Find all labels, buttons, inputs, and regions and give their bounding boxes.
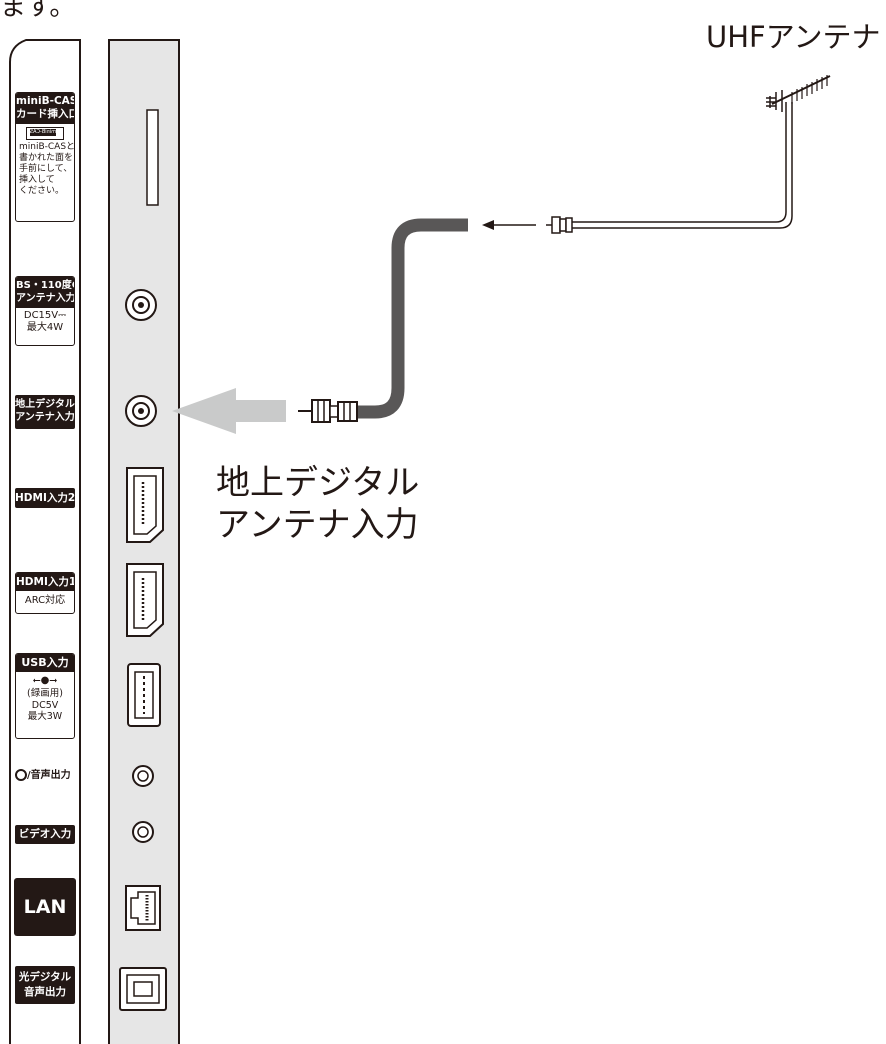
usb-note-2: DC5V (31, 699, 59, 711)
bs-cs-label: BS・110度CS アンテナ入力 DC15V⎓ 最大4W (15, 276, 75, 346)
video-in-jack[interactable] (132, 821, 154, 843)
card-icon-text: miniB-CAS (29, 129, 56, 136)
usb-symbol-icon: ⭠●⭢ (32, 675, 58, 686)
feeder-line (572, 102, 793, 229)
audio-out-label: /音声出力 (15, 766, 79, 786)
minib-cas-note-5: ください。 (19, 186, 65, 196)
headphone-icon (15, 769, 27, 781)
terrestrial-title-2: アンテナ入力 (15, 412, 75, 423)
antenna-cable (356, 218, 468, 419)
usb-port[interactable] (127, 663, 161, 727)
usb-note-1: (録画用) (27, 688, 63, 699)
audio-out-jack[interactable] (132, 765, 154, 787)
bs-cs-antenna-jack[interactable] (125, 289, 157, 321)
card-slot (146, 109, 159, 206)
optical-port[interactable] (119, 967, 167, 1011)
terrestrial-label: 地上デジタル アンテナ入力 (15, 395, 75, 429)
terrestrial-antenna-jack[interactable] (125, 395, 157, 427)
minib-cas-note: miniB-CASと 書かれた面を 手前にして、 挿入して ください。 (16, 142, 74, 197)
minib-cas-note-1: miniB-CASと (19, 142, 75, 152)
uhf-antenna-label: UHFアンテナ (706, 20, 881, 54)
hdmi1-title: HDMI入力1 (16, 573, 74, 591)
bs-cs-title-2: アンテナ入力 (16, 293, 75, 304)
optical-title-2: 音声出力 (24, 986, 66, 998)
coax-plug (298, 399, 358, 423)
terrestrial-input-caption: 地上デジタル アンテナ入力 (216, 462, 419, 546)
hdmi1-note: ARC対応 (24, 595, 66, 606)
optical-title-1: 光デジタル (18, 971, 72, 983)
optical-label: 光デジタル 音声出力 (15, 966, 75, 1004)
video-in-label: ビデオ入力 (15, 825, 75, 844)
bs-cs-note: DC15V⎓ 最大4W (16, 308, 74, 334)
audio-out-slash: / (27, 770, 31, 781)
audio-out-title: 音声出力 (30, 770, 71, 781)
lan-label: LAN (14, 878, 76, 936)
bs-cs-title: BS・110度CS アンテナ入力 (16, 277, 74, 308)
small-arrow (482, 220, 536, 230)
insert-arrow (172, 388, 286, 434)
caption-line-2: アンテナ入力 (216, 505, 419, 545)
uhf-antenna-icon (766, 75, 831, 112)
feeder-plug (546, 216, 573, 234)
lan-port[interactable] (125, 885, 161, 931)
minib-cas-title: miniB-CAS カード挿入口 (16, 93, 74, 124)
bs-cs-note-1: DC15V⎓ (23, 310, 67, 321)
terrestrial-title-1: 地上デジタル (15, 399, 75, 410)
bs-cs-note-2: 最大4W (26, 322, 64, 333)
usb-label: USB入力 ⭠●⭢ (録画用) DC5V 最大3W (15, 653, 75, 739)
card-icon: miniB-CAS (26, 127, 64, 140)
minib-cas-note-2: 書かれた面を (19, 153, 74, 163)
hdmi1-label: HDMI入力1 ARC対応 (15, 572, 75, 614)
hdmi1-port[interactable] (126, 563, 164, 637)
caption-line-1: 地上デジタル (216, 463, 420, 503)
minib-cas-title-1: miniB-CAS (16, 95, 75, 107)
minib-cas-note-3: 手前にして、 (19, 164, 73, 174)
bs-cs-title-1: BS・110度CS (16, 280, 74, 291)
minib-cas-title-2: カード挿入口 (16, 108, 75, 120)
minib-cas-label: miniB-CAS カード挿入口 miniB-CAS miniB-CASと 書か… (15, 92, 75, 222)
minib-cas-note-4: 挿入して (19, 175, 55, 185)
hdmi2-label: HDMI入力2 (15, 488, 75, 508)
usb-note-3: 最大3W (27, 711, 63, 722)
hdmi2-port[interactable] (126, 467, 164, 543)
usb-note: (録画用) DC5V 最大3W (16, 688, 74, 723)
heading-fragment: ます。 (0, 0, 76, 22)
usb-title: USB入力 (16, 654, 74, 672)
